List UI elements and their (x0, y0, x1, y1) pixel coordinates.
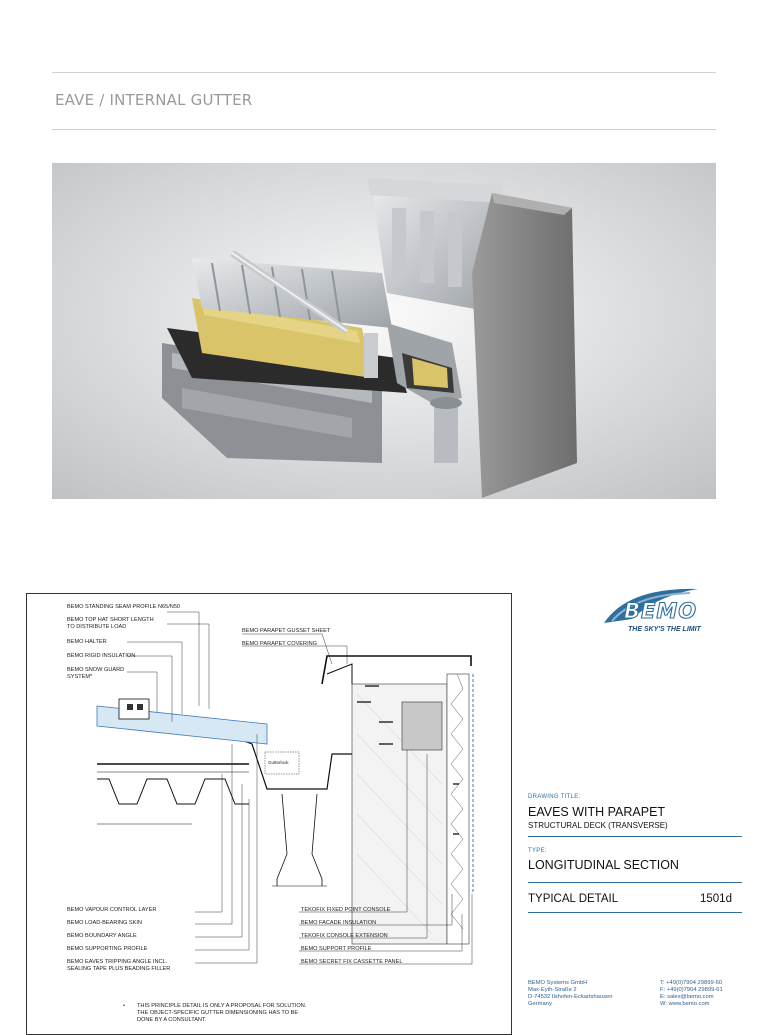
top-rule (52, 72, 716, 73)
address-line-1: BEMO Systems GmbH (528, 980, 588, 986)
title-divider-1 (528, 836, 742, 837)
detail-label: TYPICAL DETAIL (528, 893, 619, 905)
note-line-1: THIS PRINCIPLE DETAIL IS ONLY A PROPOSAL… (137, 1003, 307, 1009)
eave-3d-render (52, 163, 716, 499)
label-facade-insulation: BEMO FACADE INSULATION (301, 920, 377, 926)
label-eaves-tripping-2: SEALING TAPE PLUS BEADING FILLER (67, 966, 171, 972)
type-value: LONGITUDINAL SECTION (528, 858, 679, 872)
type-caption: TYPE: (528, 848, 547, 854)
note-line-2: THE OBJECT-SPECIFIC GUTTER DIMENSIONING … (137, 1009, 299, 1016)
label-load-bearing: BEMO LOAD-BEARING SKIN (67, 920, 142, 926)
label-boundary-angle: BEMO BOUNDARY ANGLE (67, 933, 137, 939)
label-tekofix-extension: TEKOFIX CONSOLE EXTENSION (301, 933, 388, 939)
bemo-logo: BEMO THE SKY'S THE LIMIT (598, 585, 730, 637)
label-vapour-control: BEMO VAPOUR CONTROL LAYER (67, 907, 157, 913)
title-divider-2 (528, 882, 742, 883)
label-eaves-tripping: BEMO EAVES TRIPPING ANGLE INCL. (67, 959, 168, 965)
label-gutterlock: Gutterlock (268, 760, 289, 765)
company-address: BEMO Systems GmbH Max-Eyth-Straße 2 D-74… (528, 980, 612, 1008)
label-tekofix-fixed: TEKOFIX FIXED POINT CONSOLE (301, 907, 391, 913)
label-snow-guard-2: SYSTEM* (67, 674, 93, 680)
drawing-title-caption: DRAWING TITLE: (528, 794, 581, 800)
drawing-subtitle: STRUCTURAL DECK (TRANSVERSE) (528, 821, 668, 830)
detail-number: 1501d (700, 893, 732, 905)
label-support-profile: BEMO SUPPORT PROFILE (301, 946, 372, 952)
label-supporting-profile: BEMO SUPPORTING PROFILE (67, 946, 148, 952)
technical-drawing: BEMO STANDING SEAM PROFILE N65/N50 BEMO … (26, 593, 512, 1035)
header-bottom-rule (52, 129, 716, 130)
note-line-3: DONE BY A CONSULTANT. (137, 1016, 207, 1023)
address-line-3: D-74532 Ilshofen-Eckartshausen (528, 994, 613, 1000)
contact-phone: T: +49(0)7904 29899-60 (660, 980, 723, 986)
label-top-hat-2: TO DISTRIBUTE LOAD (67, 624, 127, 630)
contact-email: E: sales@bemo.com (660, 994, 714, 1000)
label-parapet-gusset: BEMO PARAPET GUSSET SHEET (242, 628, 331, 634)
address-line-2: Max-Eyth-Straße 2 (528, 987, 577, 993)
drawing-title: EAVES WITH PARAPET (528, 805, 666, 819)
label-cassette-panel: BEMO SECRET FIX CASSETTE PANEL (301, 959, 403, 965)
label-rigid-insulation: BEMO RIGID INSULATION (67, 653, 136, 659)
label-halter: BEMO HALTER (67, 639, 107, 645)
logo-name: BEMO (623, 598, 698, 623)
logo-tagline: THE SKY'S THE LIMIT (628, 626, 701, 633)
company-contact: T: +49(0)7904 29899-60 F: +49(0)7904 298… (660, 980, 723, 1008)
principle-note: • THIS PRINCIPLE DETAIL IS ONLY A PROPOS… (123, 1003, 307, 1023)
label-top-hat: BEMO TOP HAT SHORT LENGTH (67, 617, 154, 623)
contact-web: W: www.bemo.com (660, 1001, 710, 1007)
address-line-4: Germany (528, 1001, 552, 1007)
label-standing-seam-profile: BEMO STANDING SEAM PROFILE N65/N50 (67, 604, 181, 610)
title-divider-3 (528, 912, 742, 913)
label-snow-guard: BEMO SNOW GUARD (67, 667, 125, 673)
label-parapet-covering: BEMO PARAPET COVERING (242, 641, 318, 647)
page-title: EAVE / INTERNAL GUTTER (55, 91, 253, 109)
contact-fax: F: +49(0)7904 29899-61 (660, 987, 723, 993)
